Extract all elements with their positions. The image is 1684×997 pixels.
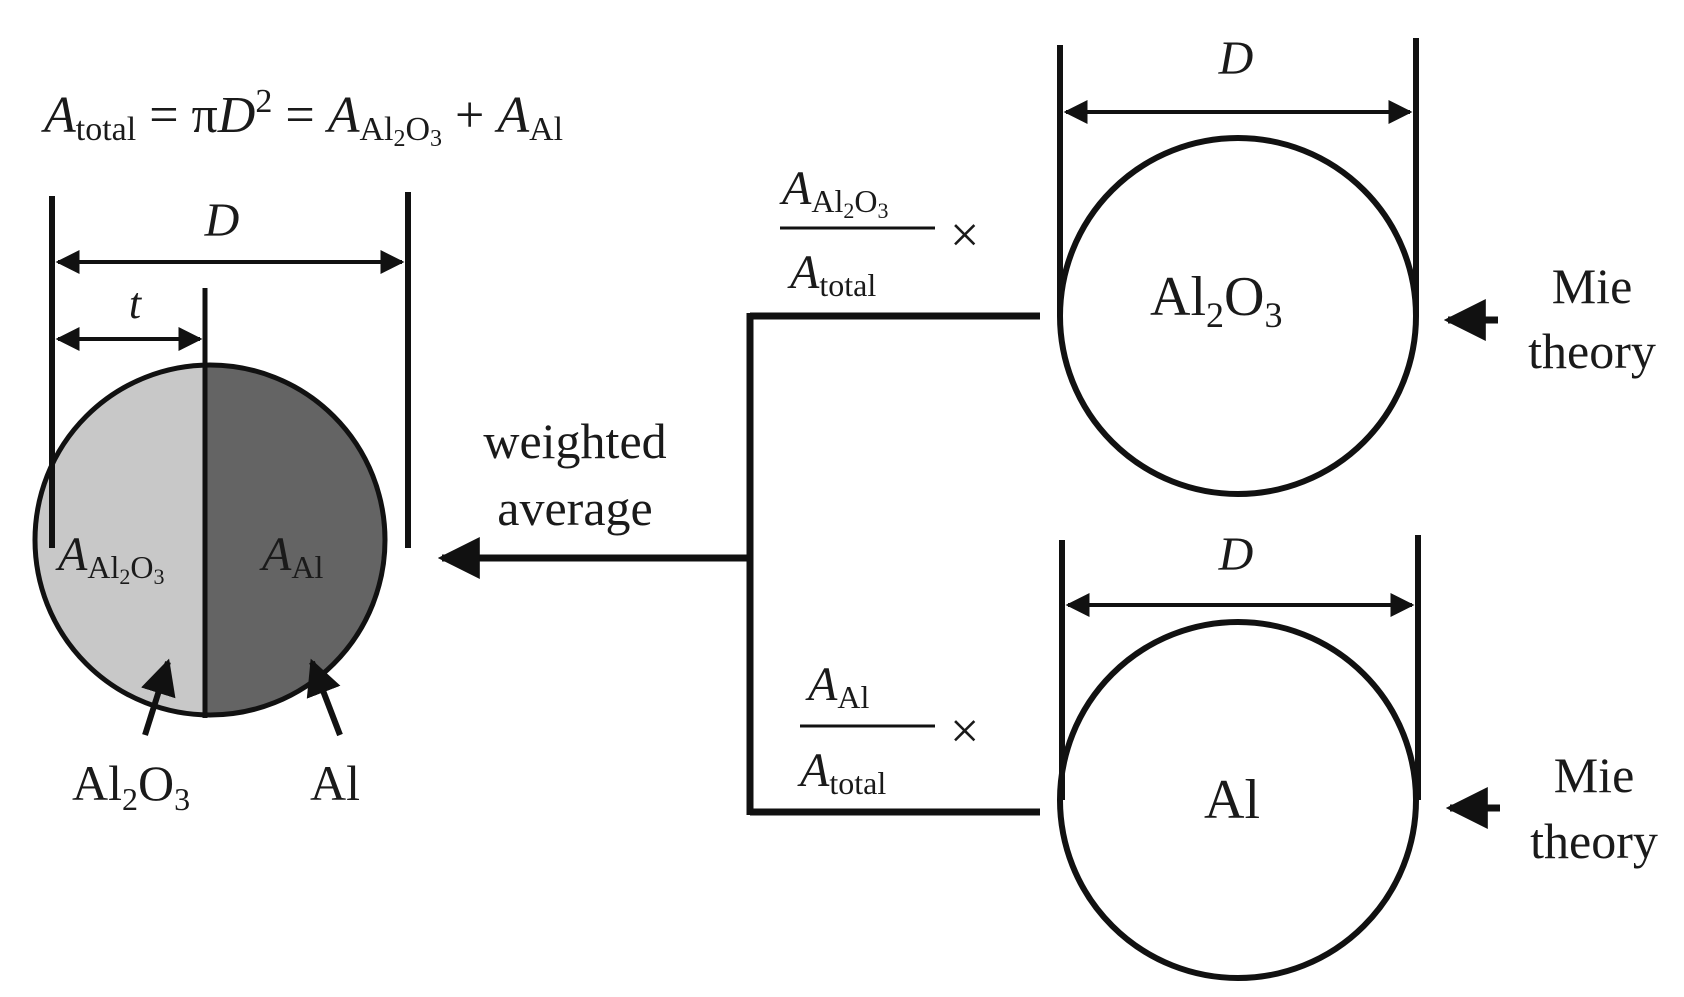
metal-pointer-label: Al <box>310 755 360 811</box>
metal-area-label: AAl <box>259 528 323 585</box>
weighted-average-label-line2: average <box>497 480 652 536</box>
metal-pointer-arrow <box>306 658 343 737</box>
oxide-material-label: Al2O3 <box>1150 266 1282 335</box>
oxide-method-line1: Mie <box>1552 258 1633 314</box>
oxide-weight-fraction: AAl2O3 Atotal × <box>779 162 979 303</box>
metal-method-line2: theory <box>1530 813 1658 869</box>
composite-metal-half <box>205 365 385 715</box>
oxide-area-label: AAl2O3 <box>55 528 164 589</box>
oxide-diameter-label: D <box>1218 32 1254 85</box>
svg-text:Atotal = πD2 = AAl2O3 + AAl: Atotal = πD2 = AAl2O3 + AAl <box>41 83 563 152</box>
weighted-average-connector: weighted average <box>437 312 1040 816</box>
metal-fraction-denominator: Atotal <box>797 744 886 801</box>
metal-weight-fraction: AAl Atotal × <box>797 658 979 801</box>
oxide-fraction-numerator: AAl2O3 <box>779 162 888 223</box>
metal-fraction-numerator: AAl <box>805 658 869 715</box>
metal-fraction-times: × <box>950 703 979 760</box>
oxide-particle: D Al2O3 Mie theory <box>1057 32 1656 497</box>
area-equation: Atotal = πD2 = AAl2O3 + AAl <box>41 83 563 152</box>
metal-diameter-label: D <box>1218 528 1254 581</box>
oxide-fraction-times: × <box>950 207 979 264</box>
weighted-average-label-line1: weighted <box>483 413 666 469</box>
metal-material-label: Al <box>1204 769 1260 831</box>
metal-method-line1: Mie <box>1554 747 1635 803</box>
oxide-pointer-arrow <box>141 658 176 736</box>
oxide-method-line2: theory <box>1528 323 1656 379</box>
composite-oxide-half <box>35 365 205 715</box>
composite-particle: D t AAl2O3 AAl Al2O3 Al <box>32 192 411 817</box>
oxide-fraction-denominator: Atotal <box>787 246 876 303</box>
metal-particle: D Al Mie theory <box>1057 528 1658 981</box>
diameter-label: D <box>204 194 240 247</box>
oxide-pointer-label: Al2O3 <box>72 755 190 817</box>
thickness-label: t <box>129 279 143 328</box>
